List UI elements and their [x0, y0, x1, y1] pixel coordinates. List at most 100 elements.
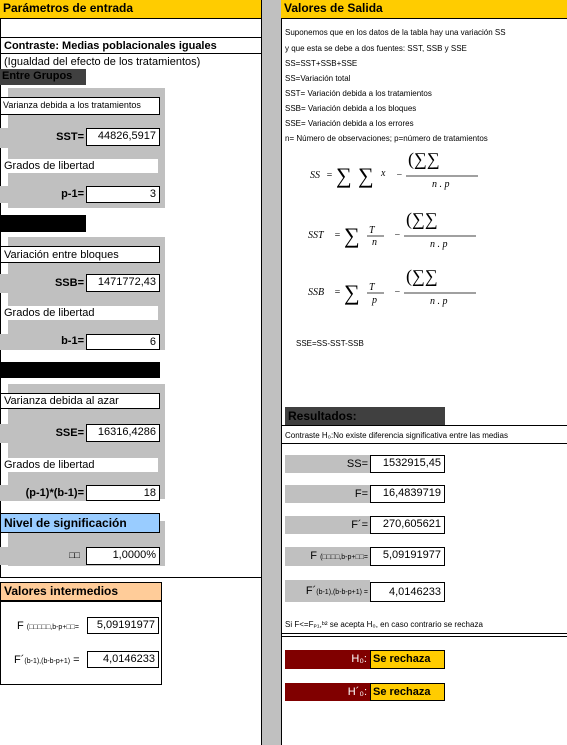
desc-line-5: SST= Variación debida a los tratamientos [285, 89, 432, 98]
entre-grupos-label: Entre Grupos [0, 69, 86, 85]
rule [281, 18, 567, 19]
decision-rule: Si F<=Fₚ₁,ᵇ² se acepta H₀, en caso contr… [285, 620, 483, 629]
res-fc-label: F (□□□□,b-p+□□= [285, 549, 368, 564]
ssb-value: 1471772,43 [86, 274, 160, 292]
f2-inter-eq: = [73, 654, 80, 666]
ss-label-cell [285, 455, 370, 473]
sigma: ∑ [344, 280, 360, 305]
rule [261, 0, 262, 745]
intermedios-title: Valores intermedios [0, 582, 162, 601]
separator-column [261, 0, 281, 745]
section-title-box [0, 393, 160, 409]
h0-label: H₀: [351, 653, 367, 665]
f-inter-value: 5,09191977 [87, 617, 159, 634]
h0-decision: Se rechaza [370, 650, 445, 669]
rule [0, 37, 261, 38]
h0p-decision: Se rechaza [370, 683, 445, 701]
rule [0, 53, 261, 54]
black-bar [0, 362, 160, 378]
ti: T [369, 282, 376, 293]
section-title-box [0, 246, 160, 263]
alpha-value-input[interactable]: 1,0000% [86, 547, 160, 565]
paren: (∑∑ [406, 209, 438, 230]
b1-value: 6 [86, 334, 160, 350]
left-header: Parámetros de entrada [0, 0, 261, 18]
resultados-contraste: Contraste H₀:No existe diferencia signif… [285, 431, 508, 440]
ti: T [369, 225, 376, 236]
pb-value: 18 [86, 485, 160, 501]
s3-title: Varianza debida al azar [4, 395, 119, 407]
alpha-label-cell [0, 547, 86, 565]
right-header: Valores de Salida [281, 0, 567, 18]
sse-label-cell [0, 424, 86, 443]
sst-label-cell [0, 128, 86, 148]
contraste-subtitle: (Igualdad del efecto de los tratamientos… [4, 56, 201, 68]
res-f-label: F= [354, 488, 368, 500]
resultados-title: Resultados: [285, 407, 445, 425]
b1-label: b-1= [61, 335, 84, 347]
p1-value: 3 [86, 186, 160, 203]
n-den: n [372, 237, 377, 248]
p1-label: p-1= [61, 188, 84, 200]
f2-inter-value: 4,0146233 [87, 651, 159, 668]
np: n . p [430, 296, 448, 307]
paren: (∑∑ [406, 266, 438, 287]
sse-formula: SSE=SS-SST-SSB [296, 339, 364, 348]
desc-line-1: Suponemos que en los datos de la tabla h… [285, 28, 506, 37]
h0-label-cell [285, 650, 370, 669]
desc-line-8: n= Número de observaciones; p=número de … [285, 134, 488, 143]
res-fc2-sub: (b-1),(b-b-p+1) = [316, 589, 368, 596]
p-den: p [371, 295, 377, 306]
res-fc2-value: 4,0146233 [370, 582, 445, 602]
f2-inter-letter: F´ [14, 654, 25, 666]
rule [281, 636, 567, 637]
contraste-title: Contraste: Medias poblacionales iguales [4, 40, 217, 52]
intermedios-box [0, 601, 162, 685]
res-fp-value: 270,605621 [370, 516, 445, 534]
sigma: ∑ [336, 163, 352, 188]
section-title-box [0, 97, 160, 115]
paren: (∑∑ [408, 149, 440, 170]
res-fc-value: 5,09191977 [370, 547, 445, 566]
sigma: ∑ [358, 163, 374, 188]
res-fc2-letter: F´ [305, 585, 317, 597]
desc-line-6: SSB= Variación debida a los bloques [285, 104, 417, 113]
minus: − [394, 230, 401, 241]
rule [281, 443, 567, 444]
res-f-value: 16,4839719 [370, 485, 445, 503]
eq: = [334, 230, 341, 241]
nivel-title: Nivel de significación [0, 513, 160, 533]
ssb-lhs: SSB [308, 287, 324, 298]
f-inter-letter: F [17, 620, 24, 632]
fc2-label-cell [285, 580, 370, 602]
rule [0, 577, 261, 578]
desc-line-3: SS=SST+SSB+SSE [285, 59, 358, 68]
desc-line-2: y que esta se debe a dos fuentes: SST, S… [285, 44, 467, 53]
ss-lhs: SS [310, 170, 320, 181]
res-fc-sub: (□□□□,b-p+□□= [320, 554, 368, 561]
s2-title: Variación entre bloques [4, 249, 119, 261]
h0p-label: H´₀: [347, 686, 367, 698]
np: n . p [430, 239, 448, 250]
f2-inter-label: F´(b-1),(b-b-p+1) = [12, 653, 80, 667]
pb-label-cell [0, 485, 86, 501]
desc-line-7: SSE= Variación debida a los errores [285, 119, 414, 128]
rule [281, 633, 567, 634]
res-ss-label: SS= [346, 458, 368, 470]
sst-label: SST= [56, 131, 84, 143]
h0p-label-cell [285, 683, 370, 701]
rule [0, 18, 1, 578]
sigma: ∑ [344, 223, 360, 248]
s1-title: Varianza debida a los tratamientos [3, 100, 141, 110]
black-bar [0, 215, 86, 232]
sse-label: SSE= [55, 427, 84, 439]
f-inter-label: F (□□□□□,b-p+□□= [15, 619, 79, 633]
s1-grados-libertad: Grados de libertad [2, 159, 158, 173]
pb-label: (p-1)*(b-1)= [25, 487, 84, 499]
res-fc2-label: F´(b-1),(b-b-p+1) = [285, 584, 368, 599]
sst-value: 44826,5917 [86, 128, 160, 146]
rule [281, 425, 567, 426]
f-inter-sub: (□□□□□,b-p+□□= [26, 624, 79, 631]
eq: = [334, 287, 341, 298]
p1-label-cell [0, 186, 86, 203]
